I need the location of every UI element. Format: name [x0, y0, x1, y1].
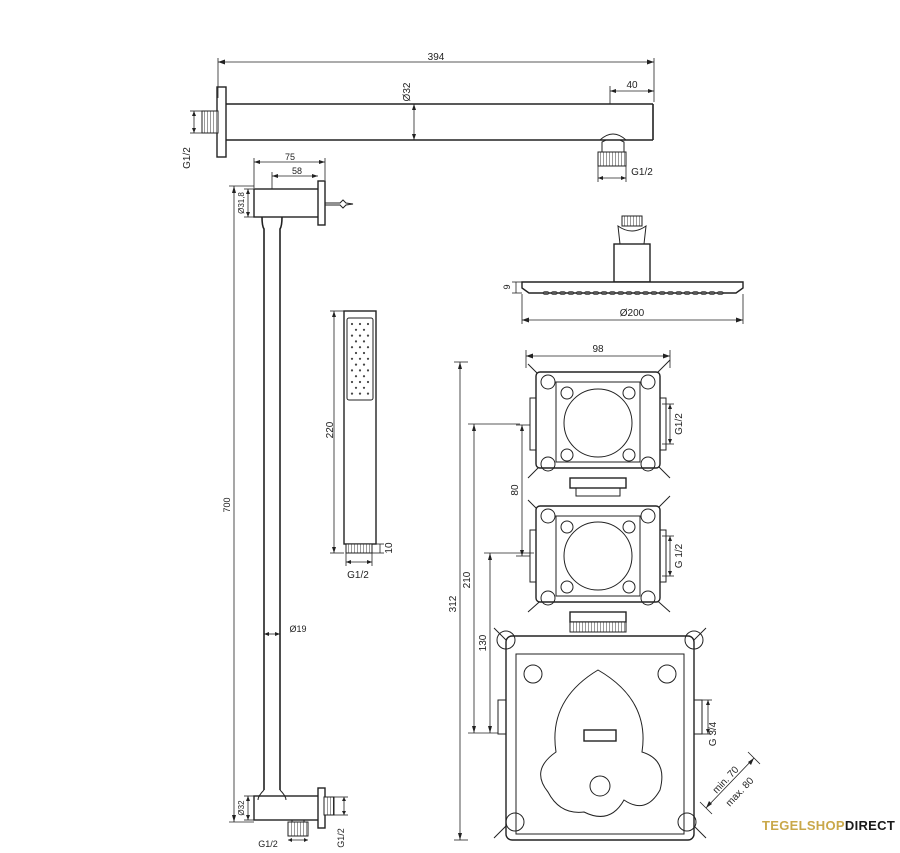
nozzle-dot [350, 346, 354, 349]
arm-thread-left-label: G1/2 [182, 147, 193, 169]
nozzle-dot [366, 334, 370, 337]
nozzle-dot [366, 346, 370, 349]
nozzle-dot [358, 357, 362, 360]
head-nozzle [716, 290, 724, 295]
nozzle-dot [358, 346, 362, 349]
arm-diameter-label: Ø32 [402, 82, 413, 101]
nozzle-dot [358, 334, 362, 337]
head-nozzle [675, 290, 683, 295]
head-nozzle [708, 290, 716, 295]
nozzle-dot [350, 392, 354, 395]
head-dimensions [512, 281, 744, 324]
thread-g12-mid-label: G 1/2 [674, 543, 685, 568]
head-nozzle [592, 290, 600, 295]
thread-g34-label: G 3/4 [708, 721, 719, 746]
arm-thread-right-label: G1/2 [631, 167, 653, 178]
head-nozzle [700, 290, 708, 295]
nozzle-dot [362, 351, 366, 355]
head-height-label: 9 [502, 284, 512, 289]
head-nozzle [584, 290, 591, 295]
nozzle-dot [354, 351, 358, 355]
nozzle-dot [362, 340, 366, 343]
nozzle-dot [366, 322, 370, 326]
nozzle-dot [354, 386, 358, 389]
dim-130-label: 130 [478, 634, 489, 651]
thread-g12-top-label: G1/2 [674, 413, 685, 435]
head-diameter-label: Ø200 [620, 308, 645, 319]
rail-thread-b-label: G1/2 [336, 828, 346, 848]
handshower-length-label: 220 [325, 421, 336, 438]
nozzle-dot [350, 357, 354, 360]
rail-dimensions [229, 158, 348, 842]
head-nozzle [617, 290, 625, 295]
handshower-thread-label: G1/2 [347, 570, 369, 581]
rail-length-label: 700 [222, 497, 232, 512]
head-nozzle [567, 290, 575, 295]
box-width-label: 98 [592, 344, 604, 355]
bracket-75-label: 75 [285, 152, 295, 162]
nozzle-dot [366, 392, 370, 395]
spray-nozzles [350, 322, 370, 395]
dim-210-label: 210 [462, 571, 473, 588]
head-nozzle [633, 290, 641, 295]
bracket-diameter-label: Ø31,8 [237, 192, 246, 214]
head-nozzle [658, 290, 666, 295]
nozzle-dot [350, 334, 354, 337]
dim-80-label: 80 [510, 484, 521, 496]
head-nozzle [667, 290, 674, 295]
hand-shower [343, 310, 377, 554]
nozzle-dot [350, 369, 354, 372]
brand-part-a: TEGELSHOP [762, 818, 845, 833]
arm-end-label: 40 [626, 80, 638, 91]
head-nozzle [550, 290, 558, 295]
nozzle-dot [350, 322, 354, 326]
nozzle-dot [362, 363, 366, 366]
nozzle-dot [362, 375, 366, 378]
head-nozzle [683, 290, 691, 295]
head-nozzle [575, 290, 583, 295]
nozzle-dot [358, 322, 362, 326]
head-nozzle [692, 290, 699, 295]
nozzle-dot [354, 340, 358, 343]
shower-head [521, 215, 744, 295]
shower-arm [201, 86, 654, 167]
dim-312-label: 312 [448, 595, 459, 612]
rail-bottom-diameter-label: Ø32 [237, 800, 246, 816]
valve-dimensions [454, 350, 761, 841]
nozzle-dot [350, 380, 354, 384]
head-nozzles [542, 290, 724, 295]
nozzle-dot [358, 380, 362, 384]
nozzle-dot [358, 392, 362, 395]
brand-part-b: DIRECT [844, 818, 896, 833]
bracket-58-label: 58 [292, 166, 302, 176]
head-nozzle [542, 290, 550, 295]
handshower-end-label: 10 [384, 542, 395, 554]
nozzle-dot [354, 363, 358, 366]
brand-logo: TEGELSHOPDIRECT [762, 818, 895, 833]
valve-body [493, 359, 707, 841]
nozzle-dot [366, 369, 370, 372]
nozzle-dot [362, 328, 366, 331]
hand-shower-dimensions [330, 310, 384, 566]
nozzle-dot [358, 369, 362, 372]
head-nozzle [609, 290, 616, 295]
rail-diameter-label: Ø19 [289, 624, 306, 634]
nozzle-dot [354, 375, 358, 378]
nozzle-dot [362, 386, 366, 389]
head-nozzle [642, 290, 649, 295]
arm-dimensions [190, 58, 655, 182]
nozzle-dot [366, 380, 370, 384]
head-nozzle [625, 290, 633, 295]
head-nozzle [559, 290, 566, 295]
nozzle-dot [366, 357, 370, 360]
head-nozzle [650, 290, 658, 295]
slide-rail [253, 180, 354, 837]
arm-length-label: 394 [428, 52, 445, 63]
head-nozzle [600, 290, 608, 295]
nozzle-dot [354, 328, 358, 331]
rail-thread-a-label: G1/2 [258, 839, 278, 848]
